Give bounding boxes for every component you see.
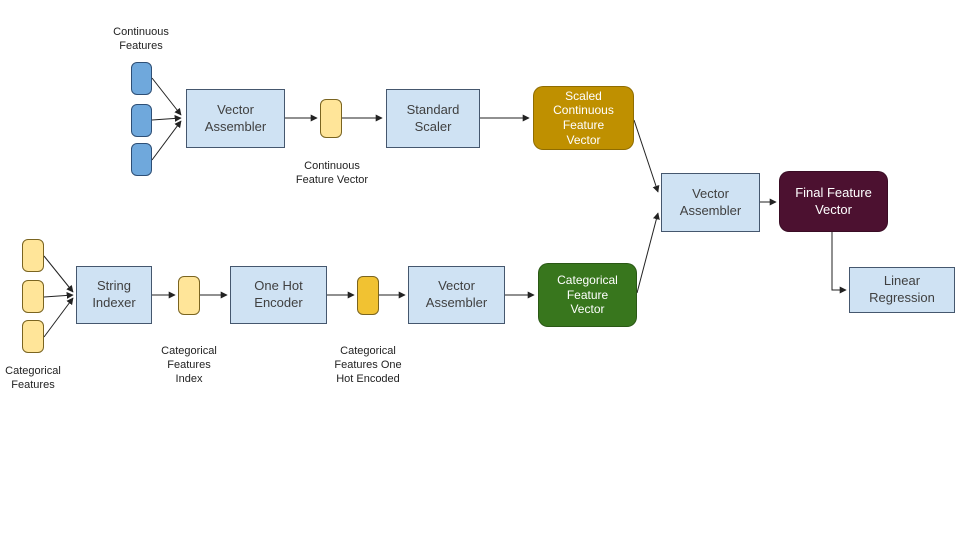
categorical-features-one-hot-item xyxy=(357,276,379,315)
vector-assembler-bottom-node: Vector Assembler xyxy=(408,266,505,324)
continuous-feature-item-2 xyxy=(131,104,152,137)
categorical-features-index-item xyxy=(178,276,200,315)
categorical-features-label: Categorical Features xyxy=(5,365,61,391)
continuous-feature-vector-item xyxy=(320,99,342,138)
one-hot-encoder-node: One Hot Encoder xyxy=(230,266,327,324)
scaled-continuous-feature-vector-node: Scaled Continuous Feature Vector xyxy=(533,86,634,150)
continuous-feature-item-1 xyxy=(131,62,152,95)
categorical-features-index-label: Categorical Features Index xyxy=(161,345,217,385)
standard-scaler-node: Standard Scaler xyxy=(386,89,480,148)
linear-regression-node: Linear Regression xyxy=(849,267,955,313)
final-feature-vector-node: Final Feature Vector xyxy=(779,171,888,232)
string-indexer-node: String Indexer xyxy=(76,266,152,324)
continuous-feature-vector-label: Continuous Feature Vector xyxy=(295,160,369,186)
vector-assembler-top-node: Vector Assembler xyxy=(186,89,285,148)
continuous-features-label: Continuous Features xyxy=(113,26,169,52)
categorical-feature-item-3 xyxy=(22,320,44,353)
vector-assembler-final-node: Vector Assembler xyxy=(661,173,760,232)
continuous-feature-item-3 xyxy=(131,143,152,176)
categorical-feature-vector-node: Categorical Feature Vector xyxy=(538,263,637,327)
categorical-feature-item-2 xyxy=(22,280,44,313)
categorical-features-one-hot-label: Categorical Features One Hot Encoded xyxy=(334,345,402,385)
categorical-feature-item-1 xyxy=(22,239,44,272)
